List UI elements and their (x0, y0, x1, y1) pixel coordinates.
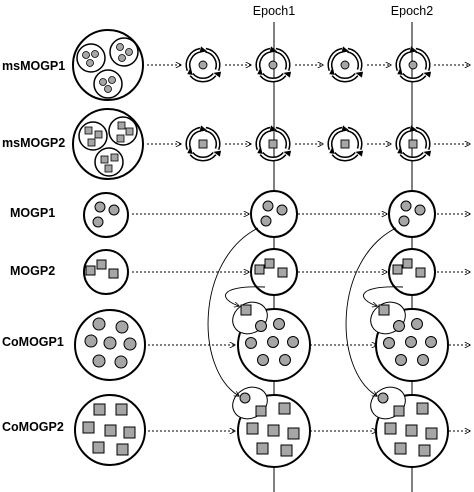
recycle-arrows-icon (327, 46, 363, 83)
recycle-arrows-icon (185, 46, 221, 83)
comogp1-population (74, 309, 146, 381)
row-label-comogp2: CoMOGP2 (2, 420, 64, 434)
recycle-arrows-icon (327, 125, 363, 162)
epoch2-label: Epoch2 (391, 4, 433, 18)
recycle-arrows-icon (255, 46, 291, 83)
epoch2-mogp1 (388, 190, 436, 238)
msmogp2-population (72, 108, 144, 180)
recycle-arrows-icon (395, 46, 431, 83)
mogp1-population (83, 192, 129, 238)
row-label-msmogp2: msMOGP2 (2, 136, 65, 150)
recycle-arrows-icon (255, 125, 291, 162)
epoch1-label: Epoch1 (253, 4, 295, 18)
epoch2-mogp2 (388, 248, 436, 296)
msmogp1-population (72, 29, 144, 101)
epoch2-comogp1 (370, 301, 449, 382)
epoch1-comogp2 (232, 386, 311, 468)
row-label-mogp1: MOGP1 (10, 206, 55, 220)
row-label-msmogp1: msMOGP1 (2, 59, 65, 73)
migration-arrows (207, 227, 404, 396)
recycle-arrows-icon (185, 125, 221, 162)
epoch1-comogp1 (232, 301, 311, 382)
row-label-comogp1: CoMOGP1 (2, 335, 64, 349)
epoch2-comogp2 (370, 386, 449, 468)
row-arrows (132, 65, 470, 431)
epoch1-mogp1 (250, 190, 298, 238)
recycle-arrows-icon (395, 125, 431, 162)
row-label-mogp2: MOGP2 (10, 264, 55, 278)
mogp2-population (83, 249, 129, 295)
comogp2-population (74, 394, 146, 466)
epoch1-mogp2 (250, 248, 298, 296)
